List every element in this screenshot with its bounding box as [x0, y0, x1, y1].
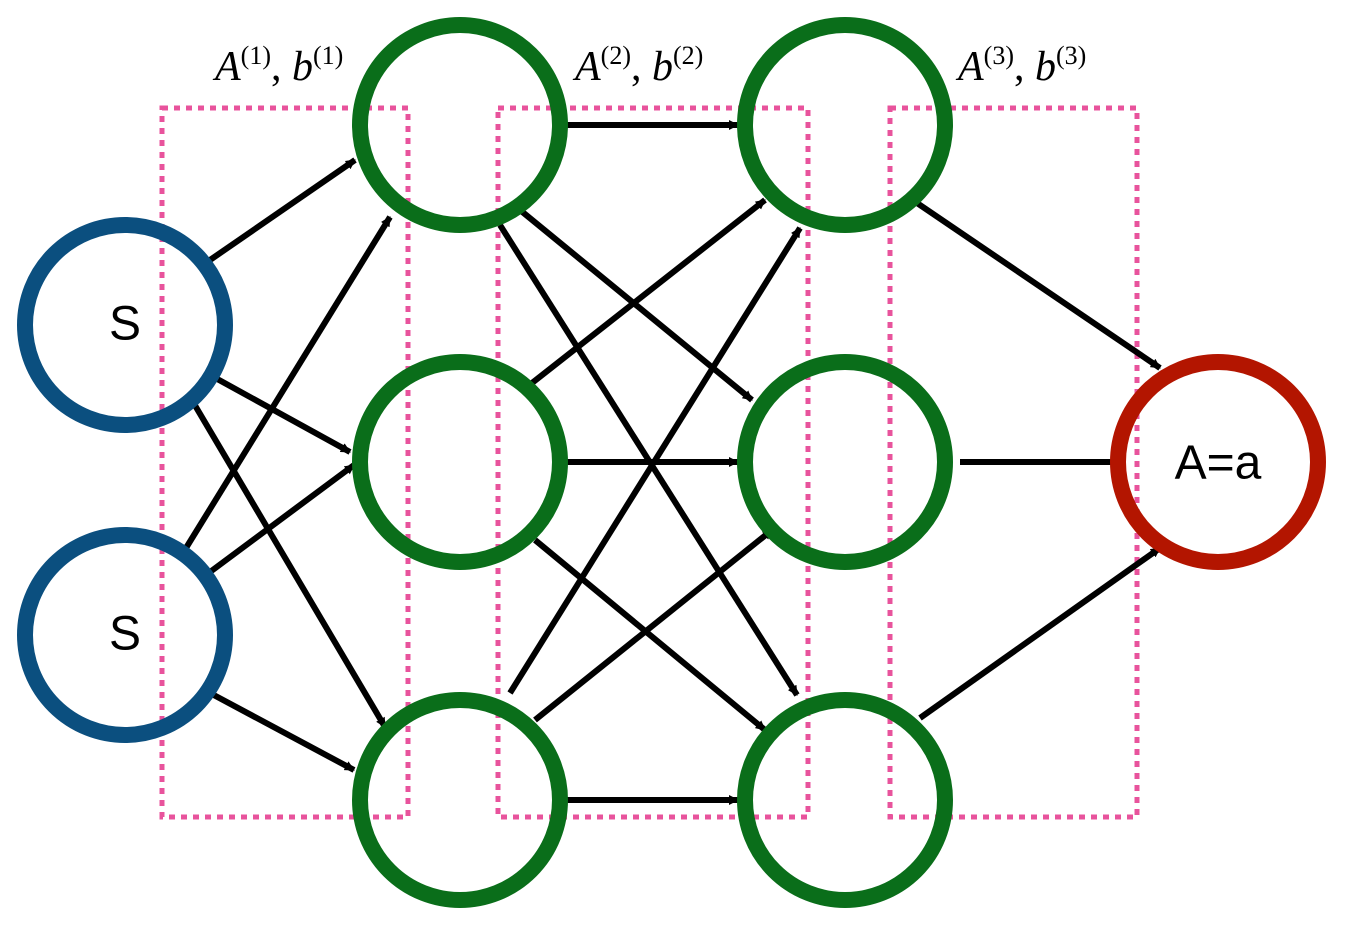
edge-h21-out [915, 200, 1162, 371]
hidden-node-1-2 [352, 354, 568, 570]
input-node-1 [17, 217, 233, 433]
hidden-layer-1 [352, 17, 568, 908]
edge-s2-h13 [208, 690, 356, 773]
edge-h13-h21 [507, 226, 803, 695]
edge-s2-h11 [183, 215, 393, 550]
layer-1-matrix-sup: (1) [241, 41, 271, 70]
hidden-layer-2 [737, 17, 953, 908]
hidden-node-2-2 [737, 354, 953, 570]
edge-h12-h21 [530, 197, 767, 386]
output-layer: A=a [1110, 354, 1326, 570]
layer-2-bias: b [652, 44, 673, 90]
layer-3-params-label: A(3), b(3) [955, 41, 1086, 90]
edge-s1-h12 [208, 372, 352, 455]
layer-3-bias-sup: (3) [1056, 41, 1086, 70]
layer-1-box [159, 105, 411, 820]
edge-s1-h11 [208, 157, 357, 263]
input-node-1-label: S [109, 298, 141, 351]
layer-2-matrix-sup: (2) [601, 41, 631, 70]
edges [183, 120, 1162, 805]
output-node [1110, 354, 1326, 570]
layer-1-params-label: A(1), b(1) [212, 41, 343, 90]
layer-labels: A(1), b(1) A(2), b(2) A(3), b(3) [212, 41, 1086, 90]
layer-1-bias: b [292, 44, 313, 90]
layer-2-bias-sup: (2) [673, 41, 703, 70]
hidden-node-2-1 [737, 17, 953, 233]
hidden-node-1-3 [352, 692, 568, 908]
input-node-2-label: S [109, 608, 141, 661]
hidden-node-2-3 [737, 692, 953, 908]
edge-h23-out [918, 545, 1162, 721]
output-node-label: A=a [1175, 437, 1262, 490]
layer-boxes [159, 105, 1140, 820]
layer-2-comma: , [631, 44, 652, 90]
layer-1-comma: , [271, 44, 292, 90]
layer-3-matrix: A [955, 44, 984, 90]
edge-s1-h13 [190, 400, 388, 729]
layer-2-params-label: A(2), b(2) [572, 41, 703, 90]
layer-3-comma: , [1014, 44, 1035, 90]
layer-1-bias-sup: (1) [313, 41, 343, 70]
layer-2-matrix: A [572, 44, 601, 90]
edge-h13-h22 [533, 527, 774, 723]
edge-s2-h12 [208, 462, 356, 575]
layer-1-matrix: A [212, 44, 241, 90]
layer-3-box [887, 105, 1140, 820]
input-node-2 [17, 527, 233, 743]
layer-3-bias: b [1035, 44, 1056, 90]
edge-h12-h23 [533, 537, 767, 733]
hidden-node-1-1 [352, 17, 568, 233]
layer-3-matrix-sup: (3) [984, 41, 1014, 70]
layer-2-box [495, 105, 811, 820]
input-layer: S S [17, 217, 233, 743]
